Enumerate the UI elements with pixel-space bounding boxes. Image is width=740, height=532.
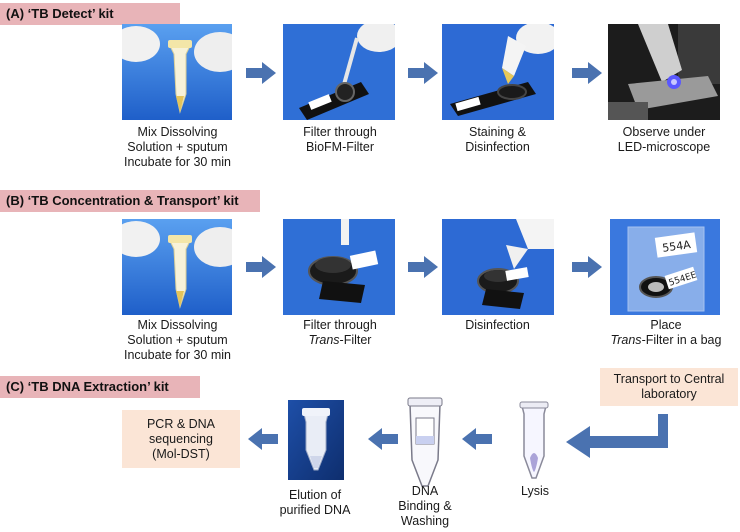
arrow-c3: [248, 428, 278, 450]
arrow-a3: [572, 62, 602, 84]
arrow-b1: [246, 256, 276, 278]
photo-filter-biofm: [283, 24, 395, 120]
arrow-a1: [246, 62, 276, 84]
caption-b2: Filter through Trans-Filter: [303, 318, 377, 347]
arrow-b3: [572, 256, 602, 278]
section-c-title: (C) ‘TB DNA Extraction’ kit: [0, 376, 200, 398]
section-a-title: (A) ‘TB Detect’ kit: [0, 3, 180, 25]
photo-staining: [442, 24, 554, 120]
photo-lysis-tube: [514, 400, 554, 482]
photo-microscope: [608, 24, 720, 120]
arrow-b2: [408, 256, 438, 278]
caption-a3: Staining &Disinfection: [465, 125, 530, 154]
photo-disinfection: [442, 219, 554, 315]
photo-elution: [288, 400, 344, 480]
photo-trans-filter: [283, 219, 395, 315]
photo-bag: 554A 554EE: [610, 219, 720, 315]
photo-mix-tube-a: [122, 24, 232, 120]
filter-word: -Filter: [339, 333, 372, 347]
trans-word-2: Trans: [610, 333, 642, 347]
arrow-transport: [566, 414, 668, 458]
arrow-a2: [408, 62, 438, 84]
filter-bag-words: -Filter in a bag: [641, 333, 722, 347]
trans-word: Trans: [308, 333, 340, 347]
arrow-c1: [462, 428, 492, 450]
caption-b3: Disinfection: [465, 318, 530, 332]
photo-mix-tube-b: [122, 219, 232, 315]
arrow-c2: [368, 428, 398, 450]
caption-lysis: Lysis: [520, 484, 549, 498]
photo-binding-column: [404, 396, 446, 490]
caption-b4: Place Trans-Filter in a bag: [610, 318, 722, 347]
section-b-title: (B) ‘TB Concentration & Transport’ kit: [0, 190, 260, 212]
bag-label-top: 554A: [661, 238, 692, 255]
